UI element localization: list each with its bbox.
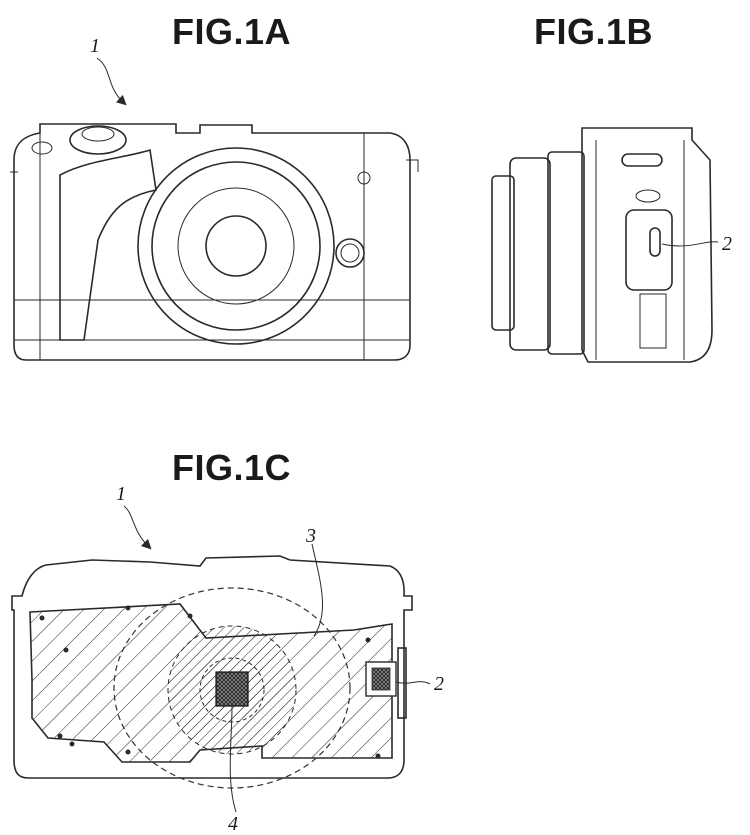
- hand-grip: [59, 148, 157, 341]
- side-lens-barrel: [509, 157, 551, 351]
- fig1a-ref-1: 1: [90, 35, 100, 57]
- lens-ring: [177, 187, 295, 305]
- side-port-upper: [635, 189, 661, 203]
- fig1b-camera-side: 2: [491, 127, 732, 363]
- fig1b-ref-2-leader: [661, 241, 719, 247]
- shutter-button: [81, 126, 115, 142]
- fig1b-ref-2: 2: [722, 233, 732, 255]
- side-body: [581, 127, 713, 363]
- fig1a-camera-front: 1: [10, 35, 419, 361]
- camera-body: [13, 123, 411, 361]
- fig1c-ref-1: 1: [116, 483, 126, 505]
- side-strap-lug: [621, 153, 663, 167]
- power-button: [31, 141, 53, 155]
- fig1c-ref-4-leader: [229, 705, 237, 813]
- lens-element: [205, 215, 267, 277]
- lens-outline-dashed: [113, 587, 351, 789]
- fig1c-ref-1-arrow: [123, 505, 152, 550]
- connector-cover: [625, 209, 673, 291]
- lens-barrel: [151, 161, 321, 331]
- fig1c-ref-3: 3: [305, 525, 316, 547]
- board-holes: [39, 605, 381, 759]
- side-door: [639, 293, 667, 349]
- image-sensor-chip: [215, 671, 249, 707]
- af-lamp: [357, 171, 371, 185]
- lens-release-button: [335, 238, 365, 268]
- fig1c-ref-2-leader: [395, 681, 431, 685]
- mode-dial: [69, 125, 127, 155]
- fig1c-internal-view: 1 3 2: [11, 483, 444, 835]
- fig1c-ref-4: 4: [228, 813, 238, 835]
- side-lens-mount: [547, 151, 585, 355]
- usb-connector-port: [649, 227, 661, 257]
- connector-pins: [371, 667, 391, 691]
- fig1a-ref-1-arrow: [96, 57, 127, 106]
- strap-lugs: [10, 159, 419, 173]
- internal-body-outline: [11, 555, 413, 779]
- fig1b-title: FIG.1B: [534, 11, 654, 52]
- side-lens-front: [491, 175, 515, 331]
- lens-mount-outer: [137, 147, 335, 345]
- lens-release-inner: [340, 243, 360, 263]
- fig1c-ref-2: 2: [434, 673, 444, 695]
- fig1c-title: FIG.1C: [172, 447, 292, 488]
- fig1a-title: FIG.1A: [172, 11, 292, 52]
- fig1c-ref-3-leader: [311, 543, 324, 637]
